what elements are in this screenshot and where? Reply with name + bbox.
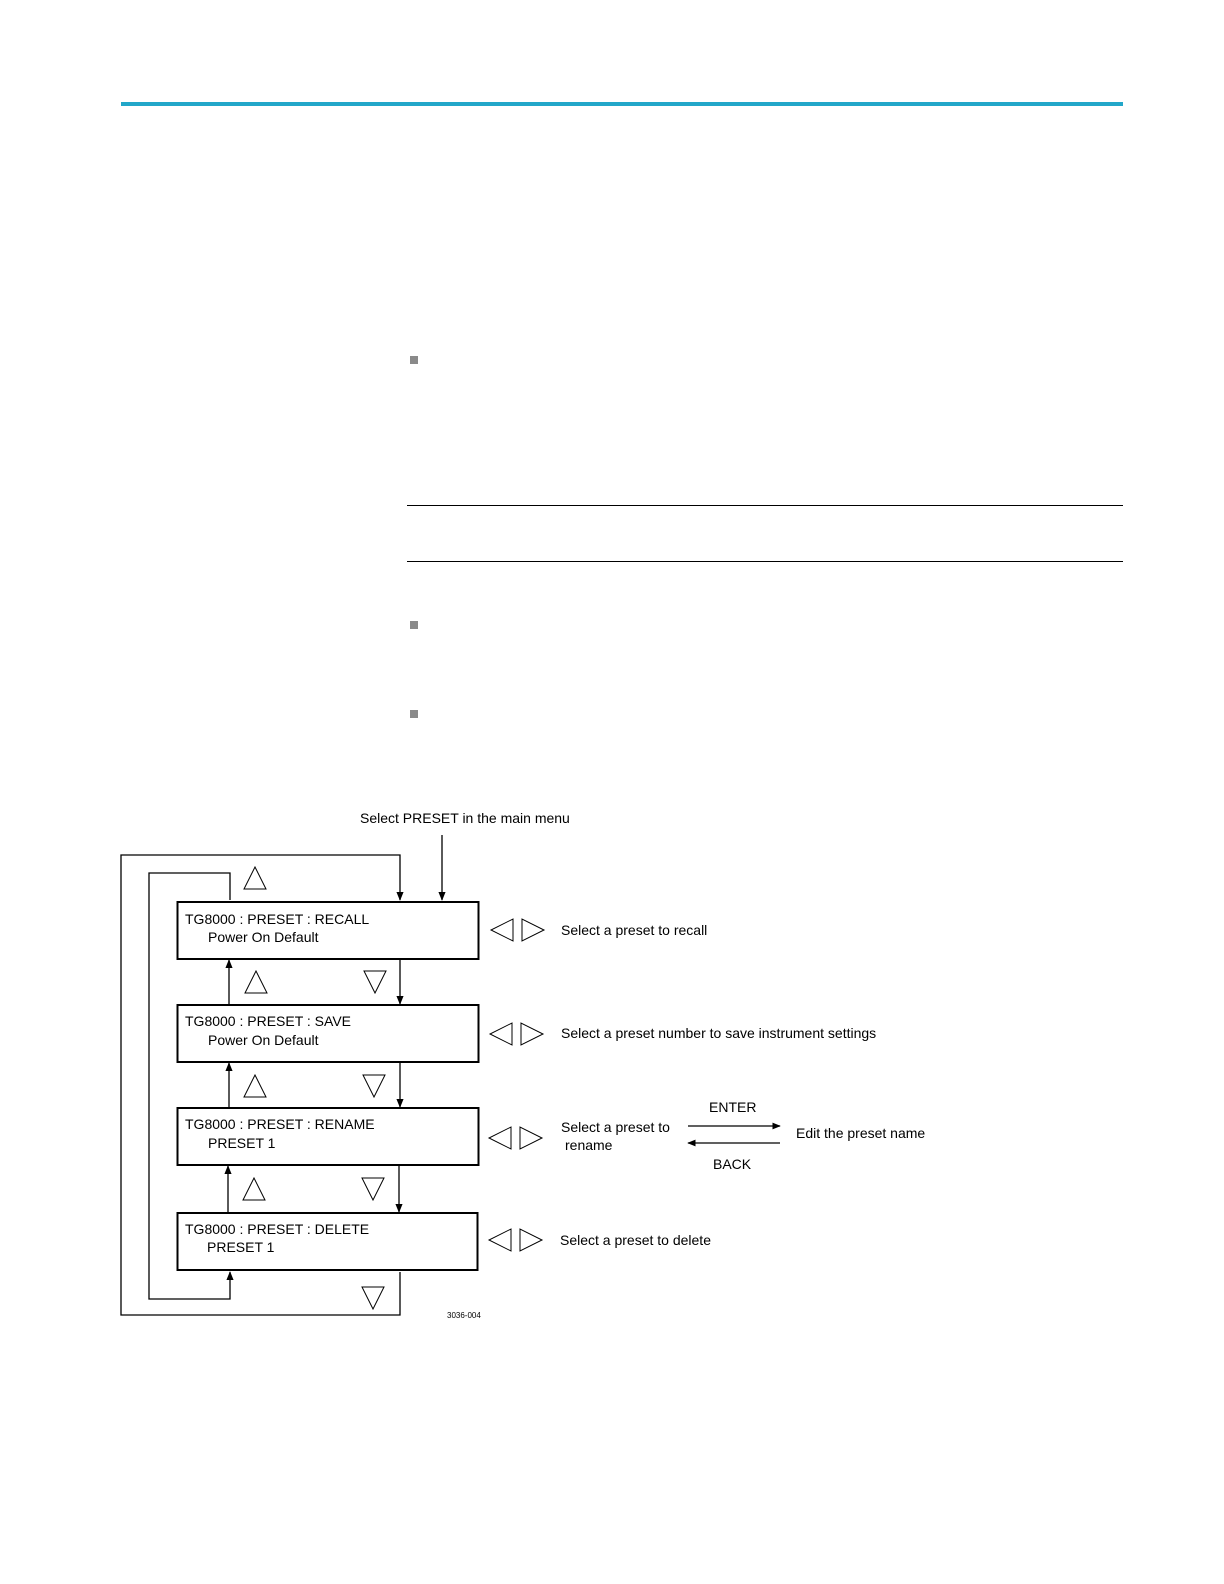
left-triangle-icon: [487, 1228, 512, 1252]
right-triangle-icon: [520, 1022, 545, 1046]
back-label: BACK: [713, 1156, 752, 1172]
enter-label: ENTER: [709, 1099, 756, 1115]
down-triangle-icon: [361, 1286, 385, 1311]
screen-delete-value: PRESET 1: [207, 1239, 275, 1255]
wrap-down-loop: [120, 854, 404, 1316]
right-triangle-icon: [519, 1126, 544, 1150]
down-triangle-icon: [361, 1177, 385, 1202]
screen-save-value: Power On Default: [208, 1032, 319, 1048]
figure-id: 3036-004: [447, 1311, 481, 1320]
right-triangle-icon: [519, 1228, 544, 1252]
action-rename-label-cont: rename: [565, 1137, 613, 1153]
up-triangle-icon: [243, 865, 267, 890]
up-triangle-icon: [243, 1073, 267, 1098]
screen-rename-box: [176, 1107, 480, 1166]
left-triangle-icon: [488, 1022, 513, 1046]
edit-preset-name-label: Edit the preset name: [796, 1125, 925, 1141]
up-triangle-icon: [242, 1176, 266, 1201]
up-triangle-icon: [244, 969, 268, 994]
screen-save-box: [176, 1004, 480, 1063]
action-save-label: Select a preset number to save instrumen…: [561, 1025, 876, 1041]
screen-rename-title: TG8000 : PRESET : RENAME: [185, 1116, 375, 1132]
bullet-marker: [410, 710, 418, 718]
left-triangle-icon: [489, 918, 514, 942]
wrap-up-loop: [148, 872, 234, 1300]
header-rule: [121, 102, 1123, 106]
note-rule-bottom: [407, 561, 1123, 562]
bullet-marker: [410, 621, 418, 629]
screen-save-title: TG8000 : PRESET : SAVE: [185, 1013, 351, 1029]
screen-recall-value: Power On Default: [208, 929, 319, 945]
note-rule-top: [407, 505, 1123, 506]
down-triangle-icon: [362, 1074, 386, 1099]
action-recall-label: Select a preset to recall: [561, 922, 707, 938]
down-triangle-icon: [363, 970, 387, 995]
screen-delete-title: TG8000 : PRESET : DELETE: [185, 1221, 369, 1237]
screen-recall-title: TG8000 : PRESET : RECALL: [185, 911, 369, 927]
action-rename-label: Select a preset to: [561, 1119, 670, 1135]
right-triangle-icon: [521, 918, 546, 942]
left-triangle-icon: [487, 1126, 512, 1150]
screen-delete-box: [176, 1212, 479, 1271]
bullet-marker: [410, 356, 418, 364]
screen-rename-value: PRESET 1: [208, 1135, 276, 1151]
screen-recall-box: [176, 901, 480, 960]
action-delete-label: Select a preset to delete: [560, 1232, 711, 1248]
entry-label: Select PRESET in the main menu: [360, 810, 570, 826]
